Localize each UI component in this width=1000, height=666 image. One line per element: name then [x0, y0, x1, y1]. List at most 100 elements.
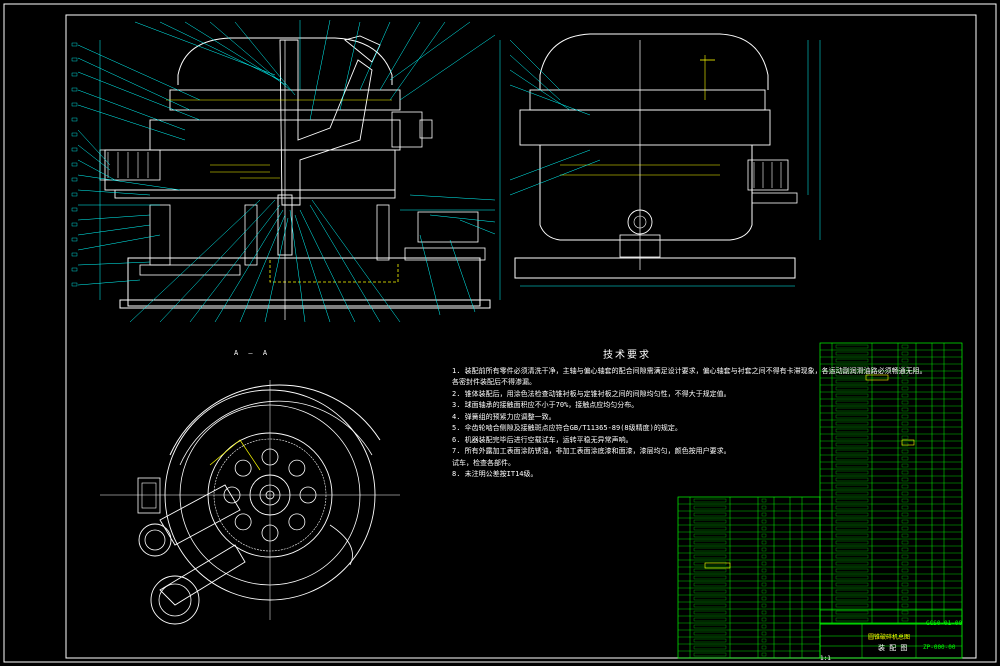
table-cell-text: [901, 344, 909, 349]
table-cell-text: [835, 589, 869, 594]
table-cell-text: [761, 526, 767, 531]
table-cell-text: [901, 393, 909, 398]
table-cell-text: [693, 624, 727, 629]
leader-line: [311, 199, 401, 323]
flange-outer: [150, 575, 200, 625]
table-cell-text: [761, 617, 767, 622]
table-cell-text: [901, 498, 909, 503]
table-cell-text: [901, 484, 909, 489]
tech-line: 各密封件装配后不得渗漏。: [452, 378, 536, 386]
drive-arm: [159, 484, 241, 546]
drawing-scale: 1:1: [820, 655, 831, 662]
tech-line: 1. 装配前所有零件必须清洗干净，主轴与偏心轴套的配合间隙需满足设计要求，偏心轴…: [452, 366, 927, 375]
leader-tag: [71, 177, 78, 182]
table-cell-text: [901, 547, 909, 552]
table-cell-text: [693, 589, 727, 594]
leader-line: [459, 219, 496, 235]
leader-line: [184, 21, 287, 86]
tech-line: 试车，检查各部件。: [452, 458, 515, 467]
side-body: [539, 145, 753, 241]
leader-line: [294, 214, 331, 323]
table-cell-text: [835, 477, 869, 482]
leader-line: [129, 199, 261, 323]
leader-line: [189, 204, 281, 323]
leader-line: [159, 199, 276, 323]
table-cell-text: [835, 414, 869, 419]
leader-tag: [71, 87, 78, 92]
side-bracket: [137, 477, 161, 514]
table-cell-text: [761, 596, 767, 601]
tech-line: 5. 伞齿轮啮合侧隙及接触斑点应符合GB/T11365-89(8级精度)的规定。: [452, 424, 682, 432]
table-cell-text: [835, 372, 869, 377]
table-cell-text: [901, 617, 909, 622]
table-cell-text: [901, 596, 909, 601]
table-cell-text: [835, 386, 869, 391]
leader-line: [379, 21, 421, 91]
table-cell-text: [693, 512, 727, 517]
table-cell-text: [693, 645, 727, 650]
leader-tag: [71, 117, 78, 122]
leader-line: [264, 217, 289, 323]
drawing-code: GCS0-01-00: [926, 620, 963, 627]
table-cell-text: [901, 358, 909, 363]
table-cell-text: [901, 449, 909, 454]
table-cell-text: [761, 533, 767, 538]
table-cell-text: [835, 379, 869, 384]
table-cell-text: [761, 575, 767, 580]
support-leg: [376, 204, 390, 261]
table-cell-text: [901, 554, 909, 559]
table-cell-text: [835, 526, 869, 531]
table-cell-text: [835, 617, 869, 622]
table-cell-text: [835, 463, 869, 468]
table-cell-text: [901, 610, 909, 615]
table-cell-text: [835, 456, 869, 461]
table-cell-text: [835, 575, 869, 580]
table-cell-text: [901, 379, 909, 384]
outer-ring-inner: [179, 400, 373, 466]
side-bracket-inner: [141, 482, 157, 509]
table-cell-text: [693, 638, 727, 643]
leader-line: [209, 21, 291, 91]
table-cell-text: [901, 407, 909, 412]
table-cell-text: [835, 519, 869, 524]
leader-line: [359, 21, 391, 91]
oil-channel: [269, 260, 399, 283]
table-cell-text: [693, 554, 727, 559]
table-cell-text: [835, 351, 869, 356]
table-cell-text: [693, 505, 727, 510]
leader-line: [449, 239, 476, 313]
leader-tag: [71, 162, 78, 167]
frame-flange: [114, 189, 396, 199]
table-highlight: [865, 374, 889, 381]
table-cell-text: [835, 603, 869, 608]
table-cell-text: [901, 386, 909, 391]
table-cell-text: [761, 519, 767, 524]
leader-line: [77, 279, 141, 286]
table-cell-text: [835, 449, 869, 454]
leader-line: [214, 209, 284, 323]
table-cell-text: [761, 547, 767, 552]
bolt-hole: [234, 513, 252, 531]
motor-base: [751, 192, 798, 204]
leader-line: [419, 234, 441, 316]
table-cell-text: [901, 526, 909, 531]
table-cell-text: [901, 512, 909, 517]
leader-tag: [71, 207, 78, 212]
table-cell-text: [761, 582, 767, 587]
side-base: [514, 257, 796, 279]
table-cell-text: [835, 491, 869, 496]
leader-line: [509, 84, 591, 116]
leader-line: [77, 129, 111, 166]
table-cell-text: [901, 582, 909, 587]
table-cell-text: [901, 400, 909, 405]
table-cell-text: [901, 470, 909, 475]
table-cell-text: [835, 393, 869, 398]
leader-line: [239, 214, 286, 323]
table-cell-text: [693, 568, 727, 573]
leader-tag: [71, 252, 78, 257]
table-cell-text: [835, 540, 869, 545]
table-cell-text: [835, 421, 869, 426]
table-cell-text: [901, 589, 909, 594]
table-cell-text: [693, 519, 727, 524]
leader-tag: [71, 192, 78, 197]
